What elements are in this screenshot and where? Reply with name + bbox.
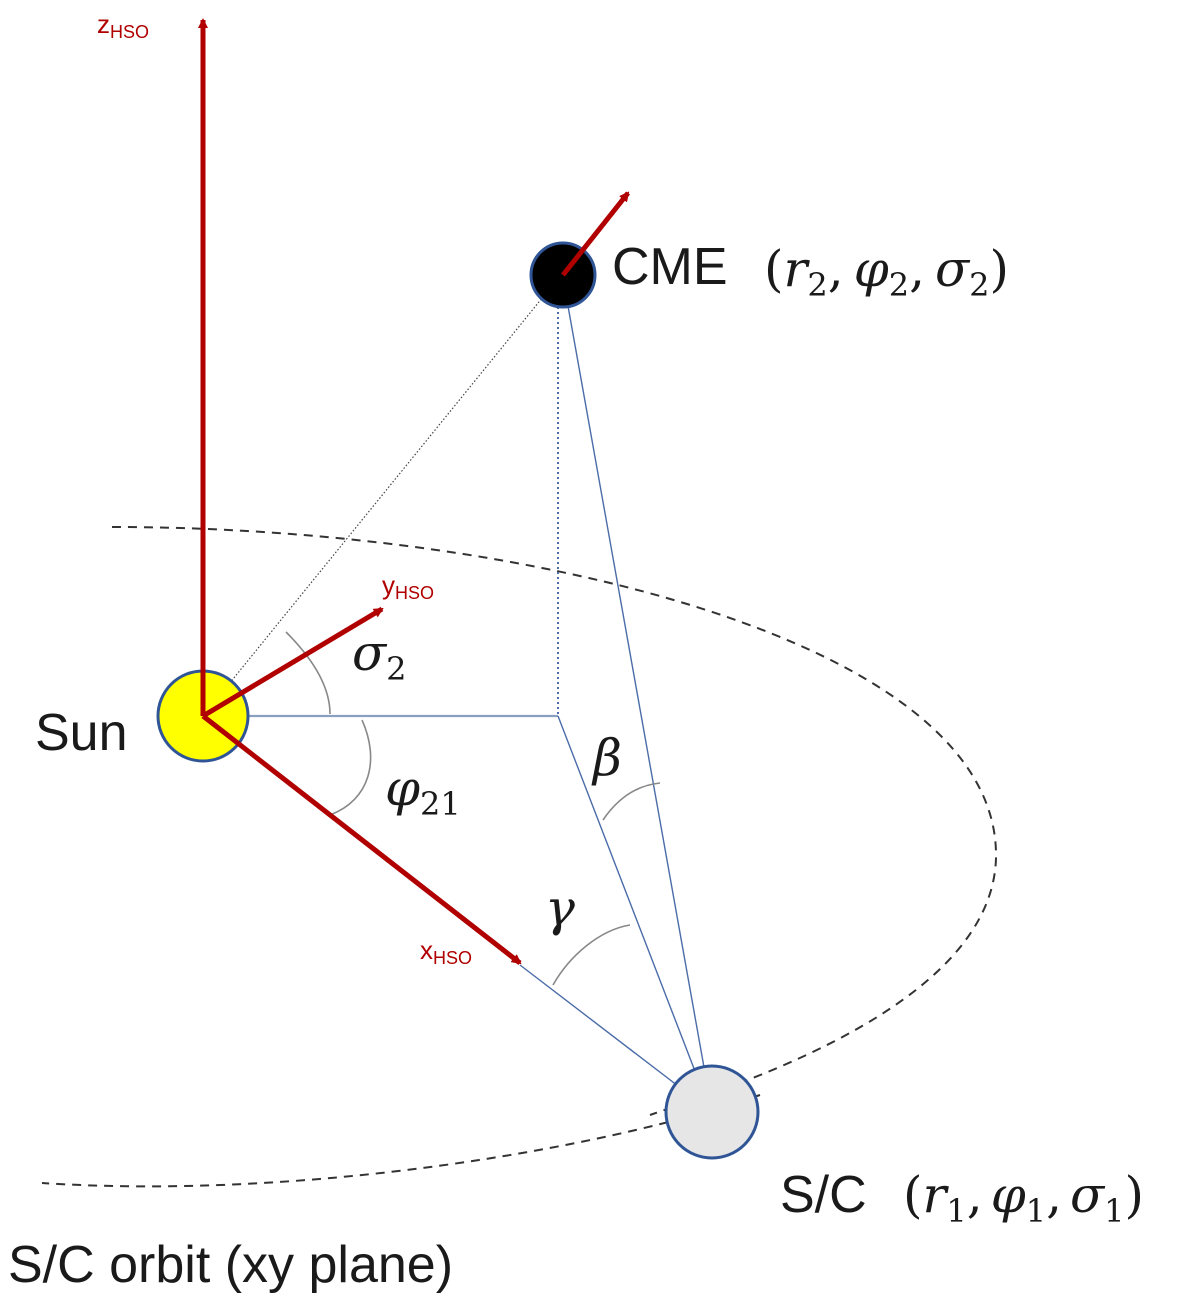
orbit-ellipse-lower (41, 1094, 761, 1188)
z-axis-label: zHSO (97, 9, 149, 42)
beta-angle-arc (602, 782, 661, 821)
phi-angle-arc (329, 719, 372, 816)
spacecraft-coordinates: (r1,φ1,σ1) (903, 1166, 1144, 1230)
x-axis-arrow (201, 714, 522, 965)
orbit-ellipse-upper (111, 526, 998, 1116)
gamma-angle-label: γ (545, 879, 575, 937)
x-axis-label: xHSO (420, 935, 472, 968)
gamma-angle-arc (552, 924, 631, 986)
phi-angle-label: φ21 (385, 759, 461, 823)
sun-label: Sun (35, 704, 128, 762)
cme-to-sc-line (562, 277, 713, 1113)
y-axis-label: yHSO (382, 570, 434, 603)
orbit-label: S/C orbit (xy plane) (8, 1236, 453, 1294)
beta-angle-label: β (591, 729, 622, 787)
y-axis-arrow (201, 606, 384, 719)
sigma-angle-label: σ2 (352, 624, 407, 688)
cme-direction-arrow (561, 191, 630, 277)
spacecraft-label: S/C (780, 1166, 867, 1224)
spacecraft-circle (664, 1064, 760, 1160)
sigma-angle-arc (285, 631, 331, 715)
cme-label: CME (612, 238, 728, 296)
cme-coordinates: (r2,φ2,σ2) (764, 240, 1009, 304)
projection-to-sc-line (557, 715, 711, 1111)
